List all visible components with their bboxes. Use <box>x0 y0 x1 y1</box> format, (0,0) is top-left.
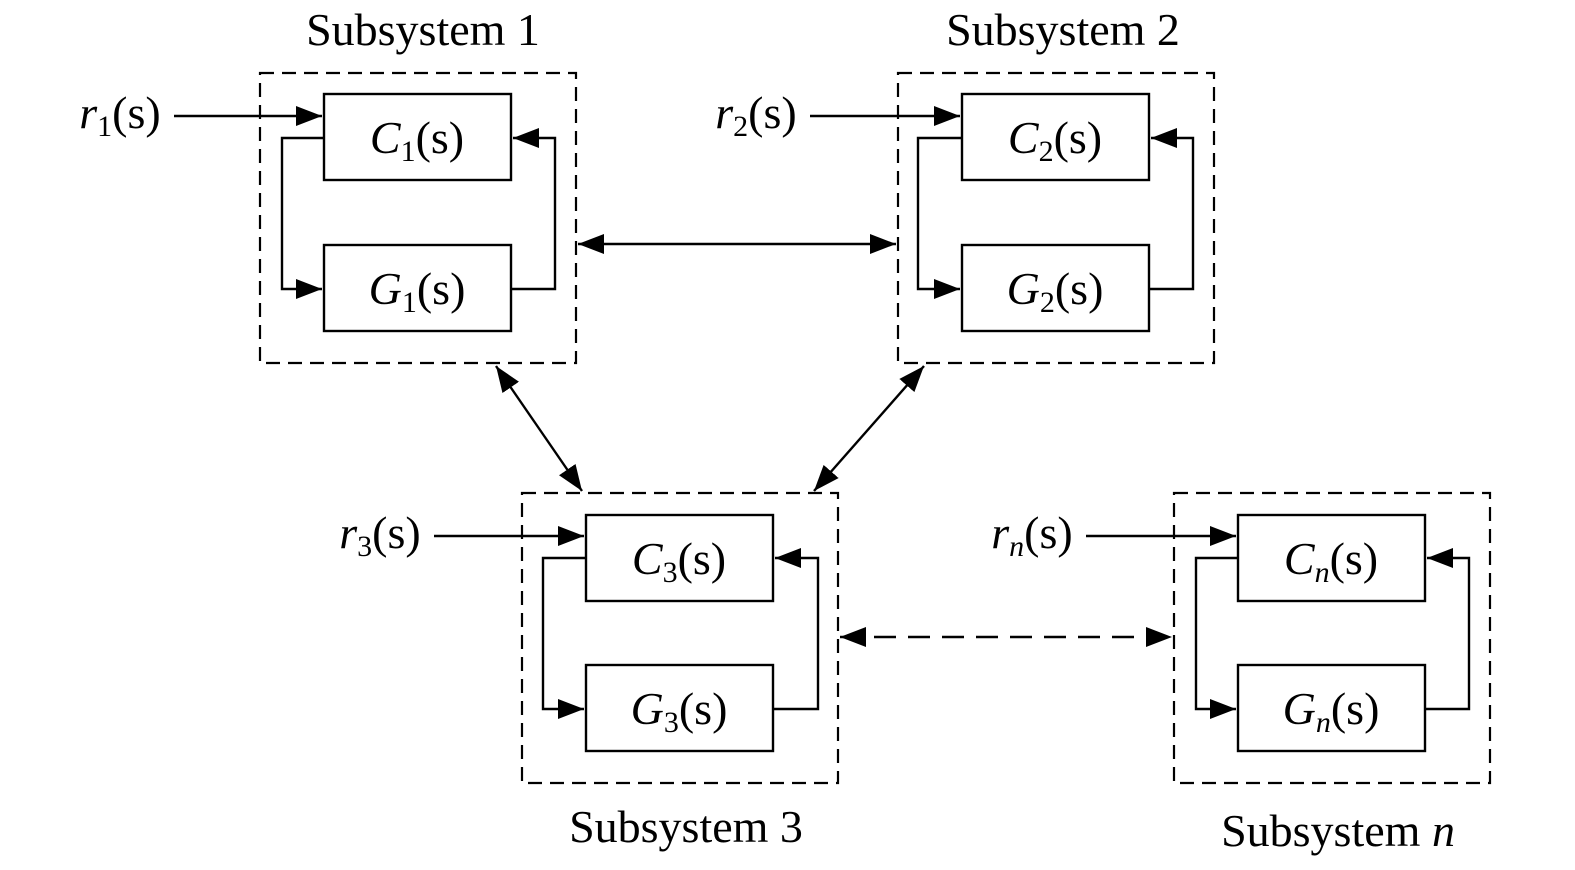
controller-block-1 <box>322 92 513 182</box>
plant-block-n <box>1236 663 1427 753</box>
controller-to-plant-1-wire <box>280 136 324 299</box>
plant-to-controller-n-wire <box>1425 548 1471 711</box>
plant-block-1 <box>322 243 513 333</box>
plant-3-label: G3(s) <box>631 683 728 739</box>
plant-to-controller-2-wire <box>1149 128 1195 291</box>
input-3-label: r3(s) <box>339 507 420 563</box>
controller-to-plant-3-wire <box>541 556 586 719</box>
subsystem-3: Subsystem 3 C3(s) G3(s) r3(s) <box>339 491 840 852</box>
subsystem-3-boundary <box>520 491 840 785</box>
plant-to-controller-1-wire <box>511 128 557 291</box>
plant-2-label: G2(s) <box>1007 263 1104 319</box>
controller-2-label: C2(s) <box>1008 112 1102 168</box>
subsystem-2-title: Subsystem 2 <box>946 4 1180 55</box>
controller-to-plant-2-wire <box>916 136 962 299</box>
plant-to-controller-3-wire <box>773 548 820 711</box>
input-2-label: r2(s) <box>715 87 796 143</box>
link-subsystem-2-3 <box>813 365 925 492</box>
link-subsystem-1-3 <box>495 365 583 492</box>
input-n-label: rn(s) <box>991 507 1072 563</box>
subsystem-n: Subsystem n Cn(s) Gn(s) rn(s) <box>991 491 1492 856</box>
plant-block-3 <box>584 663 775 753</box>
subsystem-1: Subsystem 1 C1(s) G1(s) r1(s) <box>79 4 578 365</box>
subsystem-2: Subsystem 2 C2(s) G2(s) r2(s) <box>715 4 1216 365</box>
controller-n-label: Cn(s) <box>1284 533 1378 589</box>
subsystem-3-title: Subsystem 3 <box>569 801 803 852</box>
input-1-label: r1(s) <box>79 87 160 143</box>
plant-n-label: Gn(s) <box>1283 683 1380 739</box>
controller-block-2 <box>960 92 1151 182</box>
subsystem-n-title: Subsystem n <box>1221 805 1455 856</box>
controller-3-label: C3(s) <box>632 533 726 589</box>
controller-1-label: C1(s) <box>370 112 464 168</box>
subsystem-1-title: Subsystem 1 <box>306 4 540 55</box>
subsystem-1-boundary <box>258 71 578 365</box>
plant-1-label: G1(s) <box>369 263 466 319</box>
subsystem-2-boundary <box>896 71 1216 365</box>
subsystem-n-boundary <box>1172 491 1492 785</box>
plant-block-2 <box>960 243 1151 333</box>
controller-to-plant-n-wire <box>1194 556 1238 719</box>
